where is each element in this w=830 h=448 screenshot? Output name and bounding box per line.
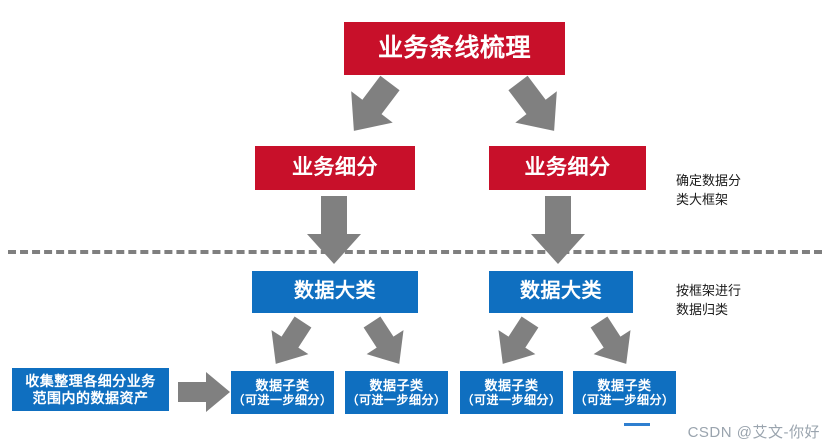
node-label: 业务细分 xyxy=(292,155,378,179)
node-label-line-1: 数据子类 xyxy=(597,377,652,393)
node-data-major-category-left[interactable]: 数据大类 xyxy=(252,271,418,313)
node-business-subdivision-right[interactable]: 业务细分 xyxy=(489,146,646,190)
node-label-line-1: 收集整理各细分业务 xyxy=(25,372,156,389)
node-label-line-2: （可进一步细分） xyxy=(461,393,562,408)
annotation-classification: 按框架进行 数据归类 xyxy=(676,282,741,320)
arrow-major-left-to-sub-1 xyxy=(271,316,312,364)
arrow-biz-left-to-major-left xyxy=(307,196,361,264)
annotation-line-2: 类大框架 xyxy=(676,191,729,207)
node-data-subcategory-1[interactable]: 数据子类 （可进一步细分） xyxy=(231,371,334,414)
arrow-collect-to-subs xyxy=(178,372,230,412)
node-label-line-1: 数据子类 xyxy=(369,377,424,393)
node-data-subcategory-2[interactable]: 数据子类 （可进一步细分） xyxy=(345,371,448,414)
annotation-line-1: 按框架进行 xyxy=(676,283,742,298)
watermark-rule xyxy=(624,423,650,426)
arrow-major-right-to-sub-3 xyxy=(498,316,539,364)
csdn-watermark: CSDN @艾文-你好 xyxy=(687,424,820,441)
node-data-subcategory-4[interactable]: 数据子类 （可进一步细分） xyxy=(573,371,676,414)
node-label-line-2: （可进一步细分） xyxy=(574,393,675,408)
annotation-line-1: 确定数据分 xyxy=(676,173,742,188)
arrow-biz-right-to-major-right xyxy=(531,196,585,264)
node-business-subdivision-left[interactable]: 业务细分 xyxy=(255,146,415,190)
arrow-root-to-biz-left xyxy=(351,75,400,131)
annotation-line-2: 数据归类 xyxy=(676,301,729,317)
arrow-root-to-biz-right xyxy=(508,75,557,131)
node-label-line-1: 数据子类 xyxy=(255,377,310,393)
node-label: 数据大类 xyxy=(520,280,602,303)
node-collect-data-assets[interactable]: 收集整理各细分业务 范围内的数据资产 xyxy=(12,368,169,411)
node-label: 数据大类 xyxy=(294,280,376,303)
arrow-major-right-to-sub-4 xyxy=(590,316,631,364)
node-label-line-2: 范围内的数据资产 xyxy=(32,389,149,406)
node-label-line-1: 数据子类 xyxy=(484,377,539,393)
node-data-subcategory-3[interactable]: 数据子类 （可进一步细分） xyxy=(460,371,563,414)
node-data-major-category-right[interactable]: 数据大类 xyxy=(489,271,633,313)
node-label: 业务条线梳理 xyxy=(377,33,531,62)
node-business-line-sorting[interactable]: 业务条线梳理 xyxy=(344,22,565,75)
node-label-line-2: （可进一步细分） xyxy=(346,393,447,408)
node-label: 业务细分 xyxy=(524,155,611,179)
arrow-major-left-to-sub-2 xyxy=(363,316,404,364)
phase-divider-line xyxy=(8,250,822,254)
node-label-line-2: （可进一步细分） xyxy=(232,393,333,408)
annotation-framework: 确定数据分 类大框架 xyxy=(676,172,741,210)
